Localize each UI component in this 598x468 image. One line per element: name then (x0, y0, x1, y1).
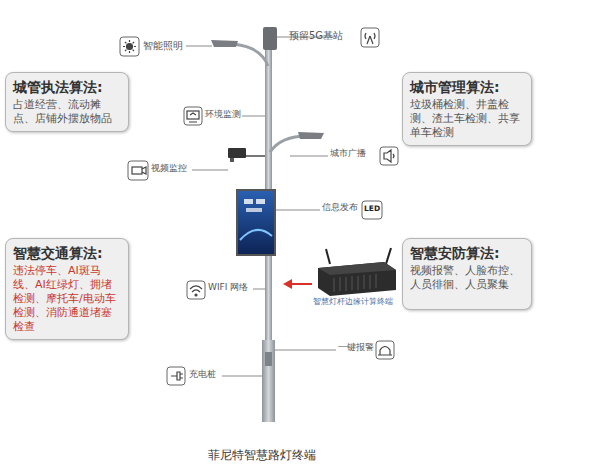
icon-boxes (120, 28, 398, 385)
pointer-arrow (290, 283, 312, 285)
edge-device (318, 248, 396, 296)
lamp-head (298, 132, 324, 139)
5g-box (263, 27, 277, 50)
feature-label: 环境监测 (205, 110, 241, 120)
box-body: 占道经营、流动摊点、店铺外摆放物品 (13, 98, 121, 126)
camera (228, 148, 246, 158)
screen-wave (240, 230, 272, 240)
algorithm-box: 智慧交通算法: 违法停车、AI斑马线、AI红绿灯、拥堵检测、摩托车/电动车检测、消… (5, 238, 129, 340)
box-body: 垃圾桶检测、井盖检测、渣土车检测、共享单车检测 (410, 98, 524, 140)
screen-frame (236, 189, 276, 256)
screen-glyph (256, 199, 265, 204)
lamp-head (211, 40, 238, 47)
feature-label: 一键报警 (338, 343, 374, 353)
figure-caption: 菲尼特智慧路灯终端 (208, 447, 316, 464)
algorithm-box: 城管执法算法: 占道经营、流动摊点、店铺外摆放物品 (5, 72, 129, 132)
leader-lines (186, 37, 336, 376)
box-body: 违法停车、AI斑马线、AI红绿灯、拥堵检测、摩托车/电动车检测、消防通道堵塞检查 (13, 264, 121, 334)
box-body: 视频报警、人脸布控、人员徘徊、人员聚集 (410, 264, 524, 292)
box-heading: 城管执法算法: (13, 78, 121, 96)
feature-label: 智慧灯杆边缘计算终端 (313, 298, 393, 306)
camera-bracket (244, 155, 265, 157)
feature-label: 信息发布 (322, 203, 358, 213)
icon-text: LED (364, 205, 380, 213)
screen (238, 191, 274, 254)
pole-door (265, 352, 272, 366)
box-heading: 智慧交通算法: (13, 244, 121, 262)
algorithm-box: 智慧安防算法: 视频报警、人脸布控、人员徘徊、人员聚集 (402, 238, 532, 310)
lamp-arm (224, 44, 268, 66)
camera-mount (230, 158, 234, 162)
feature-label: 预留5G基站 (289, 30, 343, 41)
icon-glyphs (123, 33, 394, 380)
screen-glyph (246, 208, 262, 212)
feature-label: WIFI 网络 (208, 283, 248, 293)
box-heading: 智慧安防算法: (410, 244, 524, 262)
algorithm-box: 城市管理算法: 垃圾桶检测、井盖检测、渣土车检测、共享单车检测 (402, 72, 532, 146)
box-heading: 城市管理算法: (410, 78, 524, 96)
feature-label: 充电桩 (189, 370, 216, 380)
pointer-arrow-head (283, 279, 292, 289)
feature-label: 视频监控 (151, 164, 187, 174)
screen-glyph (244, 199, 253, 204)
feature-label: 智能照明 (143, 40, 183, 51)
pole-base (262, 340, 275, 422)
feature-label: 城市广播 (330, 149, 366, 159)
